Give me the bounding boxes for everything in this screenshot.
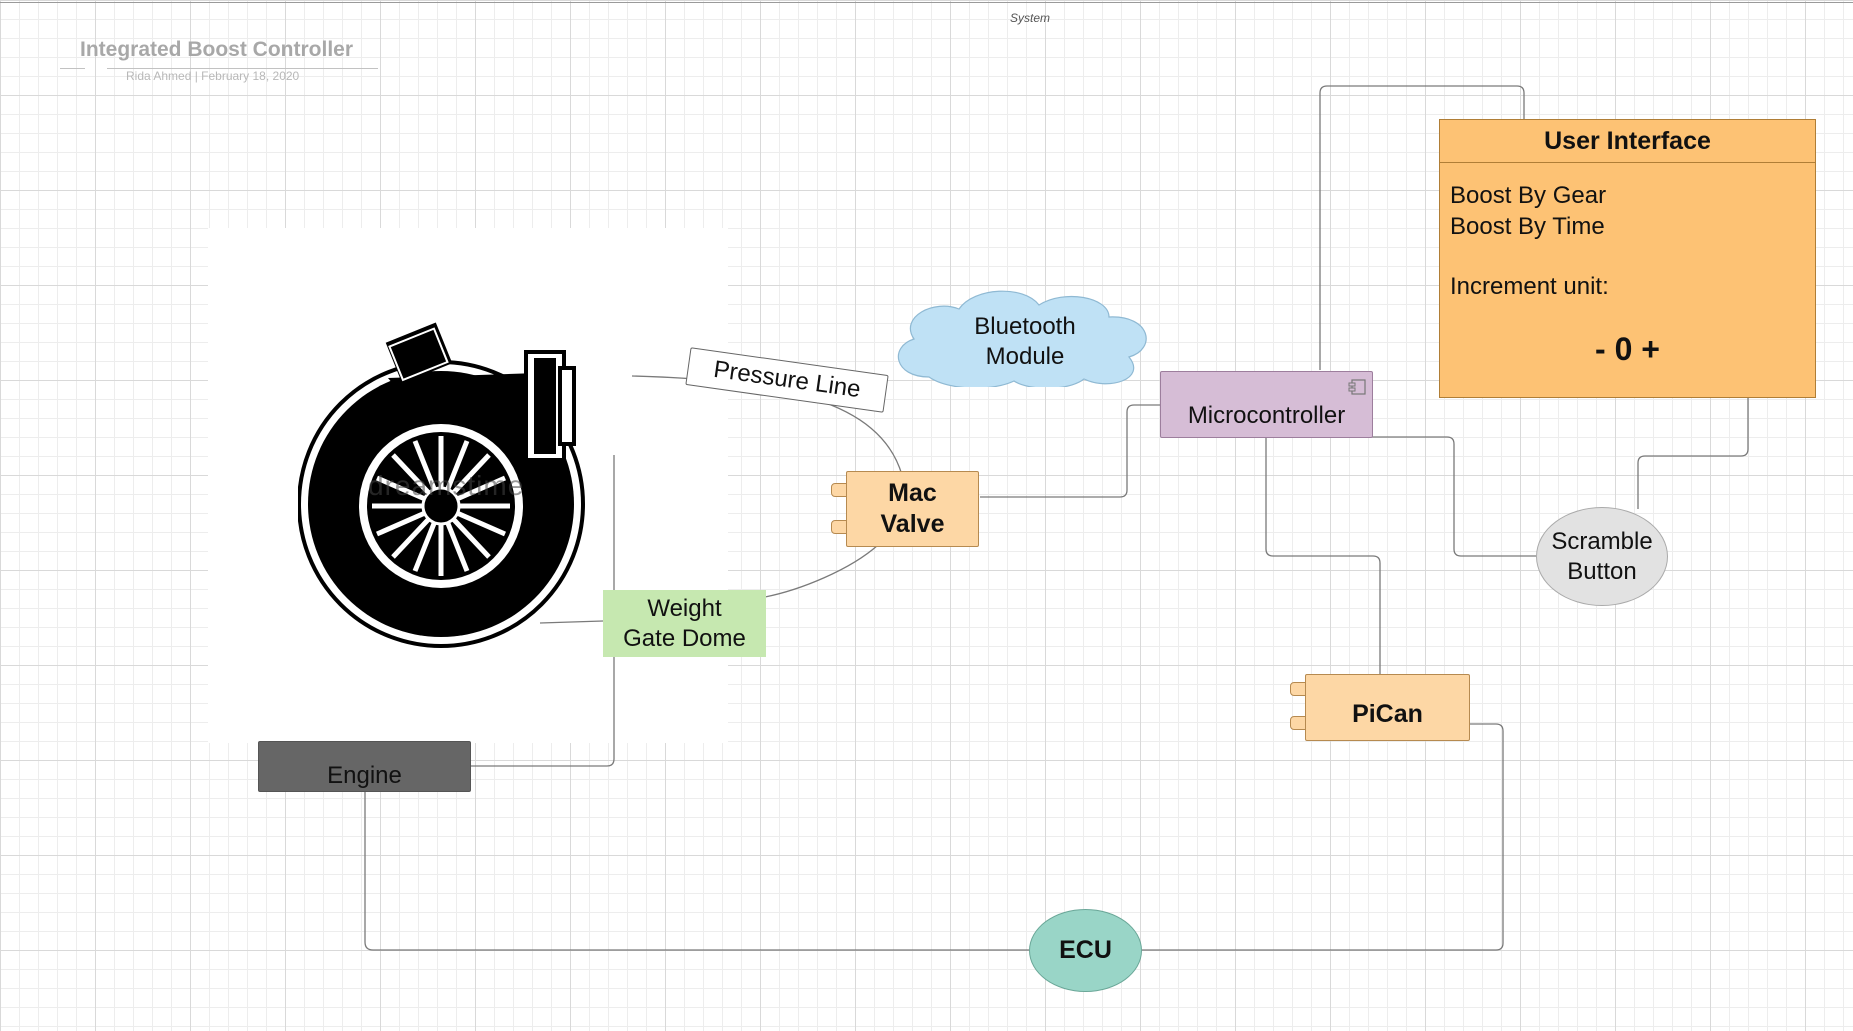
engine-node[interactable]: Engine	[258, 741, 471, 792]
ecu-node[interactable]: ECU	[1029, 909, 1142, 992]
pican-node[interactable]: PiCan	[1305, 674, 1470, 741]
macvalve-line2: Valve	[880, 510, 945, 538]
weightgate-line1: Weight	[647, 594, 722, 622]
engine-label: Engine	[327, 761, 402, 789]
bluetooth-line2: Module	[985, 343, 1065, 370]
ui-item-boost-by-gear: Boost By Gear	[1450, 182, 1607, 209]
top-border	[0, 2, 1853, 3]
connector-macvalve-weightgate	[764, 544, 879, 598]
connector-micro-pican	[1265, 438, 1381, 674]
title-underline	[107, 68, 378, 69]
microcontroller-node[interactable]: Microcontroller	[1160, 371, 1373, 438]
user-interface-title: User Interface	[1440, 120, 1815, 163]
connector-micro-ui	[1319, 85, 1525, 370]
ui-item-boost-by-time: Boost By Time	[1450, 213, 1605, 240]
title-underline-left	[60, 68, 85, 69]
system-label: System	[1009, 11, 1050, 25]
ecu-label: ECU	[1059, 935, 1112, 964]
bluetooth-line1: Bluetooth	[974, 313, 1076, 340]
pican-label: PiCan	[1352, 699, 1423, 728]
bluetooth-module-node[interactable]	[889, 287, 1157, 387]
scramble-line1: Scramble	[1551, 527, 1653, 555]
connector-macvalve-micro	[980, 404, 1160, 498]
ui-item-increment-unit: Increment unit:	[1450, 273, 1609, 300]
connector-weightgate-turbo	[539, 620, 604, 624]
connector-ecu-engine	[364, 792, 1029, 951]
turbocharger-icon	[298, 322, 585, 648]
microcontroller-label: Microcontroller	[1187, 401, 1346, 429]
connector-ui-scramble	[1637, 398, 1749, 509]
connector-micro-scramble	[1372, 436, 1536, 557]
diagram-title: Integrated Boost Controller	[80, 38, 354, 61]
increment-stepper: - 0 +	[1595, 331, 1660, 367]
macvalve-line1: Mac	[888, 478, 937, 507]
scramble-line2: Button	[1567, 557, 1637, 585]
component-icon	[1348, 379, 1366, 395]
weightgate-line2: Gate Dome	[623, 624, 746, 652]
connector-engine-turbo	[471, 455, 615, 767]
diagram-subtitle: Rida Ahmed | February 18, 2020	[126, 69, 300, 83]
image-watermark: dreamstime	[368, 470, 525, 501]
connector-pican-ecu	[1142, 723, 1504, 951]
user-interface-node[interactable]: User Interface Boost By Gear Boost By Ti…	[1439, 119, 1816, 398]
